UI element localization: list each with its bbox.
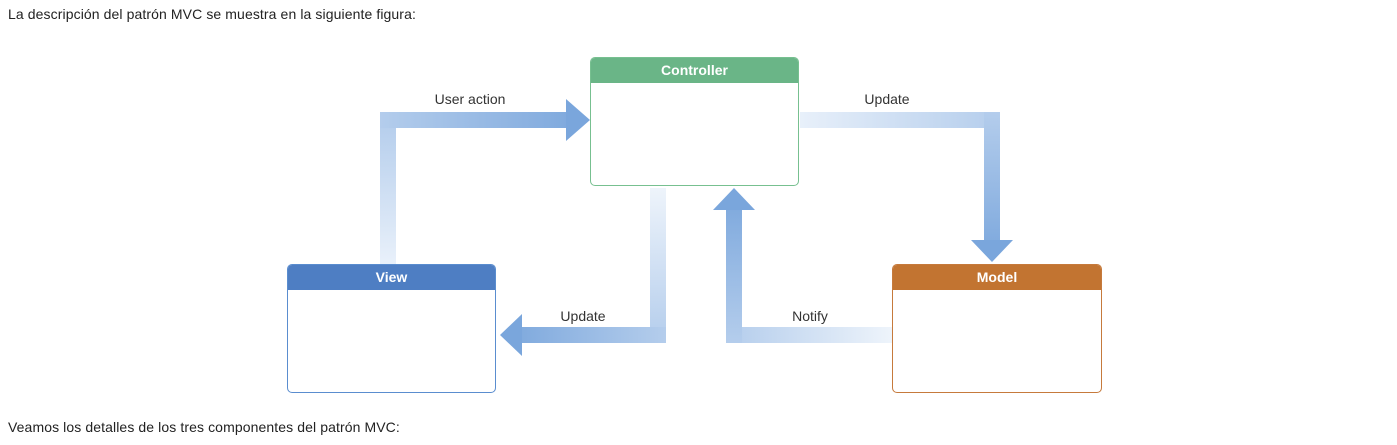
model-title: Model — [893, 265, 1101, 290]
user-action-arrow — [380, 99, 590, 264]
controller-node: Controller — [590, 57, 799, 186]
notify-arrow — [713, 188, 892, 343]
update-view-label: Update — [560, 308, 605, 324]
outro-paragraph: Veamos los detalles de los tres componen… — [8, 419, 400, 435]
update-model-label: Update — [864, 91, 909, 107]
update-controller-to-model-arrow — [800, 112, 1013, 262]
view-node: View — [287, 264, 496, 393]
notify-label: Notify — [792, 308, 828, 324]
controller-title: Controller — [591, 58, 798, 83]
model-node: Model — [892, 264, 1102, 393]
intro-paragraph: La descripción del patrón MVC se muestra… — [8, 6, 416, 22]
update-controller-to-view-arrow — [500, 188, 666, 356]
view-title: View — [288, 265, 495, 290]
user-action-label: User action — [435, 91, 506, 107]
